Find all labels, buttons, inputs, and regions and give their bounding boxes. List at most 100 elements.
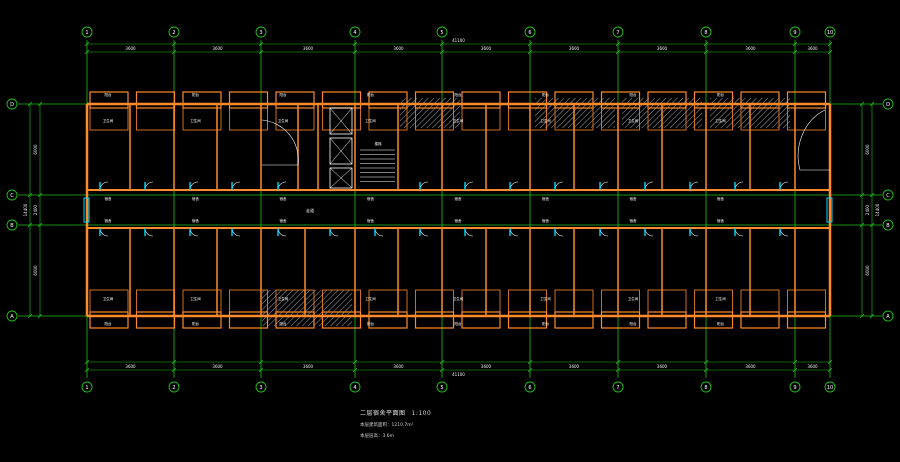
room-label-south-7: 宿舍 xyxy=(717,218,725,223)
dim-tick-v-right-outer-0 xyxy=(869,101,875,107)
balcony-label-north-5: 阳台 xyxy=(542,92,550,97)
bubble-bottom-3-circle xyxy=(255,381,267,393)
balcony-label-north-1: 阳台 xyxy=(192,92,199,97)
dim-label-span-0-3: 3600 xyxy=(393,46,404,51)
dim-label-row-l-0: 6000 xyxy=(33,144,38,155)
balcony-label-north-0: 阳台 xyxy=(105,92,112,97)
bath-inner-south-14 xyxy=(740,289,780,313)
balcony-label-south-3: 阳台 xyxy=(367,321,375,326)
bubble-bottom-2-text: 2 xyxy=(172,385,175,391)
bath-inner-north-2 xyxy=(182,107,222,131)
elevator-cross-5 xyxy=(329,167,353,189)
bath-inner-north-13 xyxy=(694,107,733,131)
door-arc-south-15 xyxy=(779,227,789,237)
bubble-top-5-circle xyxy=(436,26,448,38)
door-arc-north-8 xyxy=(554,181,564,191)
dim-tick-v-left-inner-3 xyxy=(37,313,43,319)
bath-inner-south-1 xyxy=(136,289,175,313)
room-label-north-2: 宿舍 xyxy=(280,196,288,201)
elevator-3 xyxy=(329,167,353,189)
bath-north-2 xyxy=(182,91,222,109)
room-label-north-7: 宿舍 xyxy=(717,196,725,201)
dim-tick-2-0 xyxy=(84,359,90,365)
dim-label-span-1-6: 3600 xyxy=(657,364,668,369)
bubble-right-D-text: D xyxy=(886,102,890,108)
bath-inner-north-1 xyxy=(136,107,175,131)
dim-tick-0-4 xyxy=(439,41,445,47)
bubble-top-3-text: 3 xyxy=(259,30,262,36)
elevator-cross-3 xyxy=(329,137,353,165)
bubble-top-6-text: 6 xyxy=(528,30,531,36)
bubble-bottom-2-circle xyxy=(168,381,180,393)
dim-tick-2-6 xyxy=(615,359,621,365)
bubble-top-8-text: 8 xyxy=(704,30,707,36)
bubble-left-D-text: D xyxy=(10,102,14,108)
bath-inner-south-9 xyxy=(508,289,547,313)
bath-inner-south-5 xyxy=(322,289,361,313)
balcony-label-south-1: 阳台 xyxy=(192,321,199,326)
dim-tick-3-4 xyxy=(439,367,445,373)
dim-tick-3-2 xyxy=(258,367,264,373)
door-arc-south-10 xyxy=(554,227,564,237)
dim-tick-2-1 xyxy=(171,359,177,365)
bath-inner-south-15 xyxy=(787,289,826,313)
dim-label-total-0: 41100 xyxy=(452,38,465,43)
dim-tick-2-5 xyxy=(527,359,533,365)
balcony-label-south-2: 阳台 xyxy=(280,321,288,326)
hatch-area-4 xyxy=(262,290,352,326)
bubble-bottom-7-circle xyxy=(612,381,624,393)
door-arc-south-11 xyxy=(599,227,609,237)
bath-inner-south-10 xyxy=(554,289,594,313)
door-arc-north-0 xyxy=(99,181,109,191)
balcony-label-south-4: 阳台 xyxy=(455,321,463,326)
bubble-bottom-4-circle xyxy=(349,381,361,393)
bath-inner-south-13 xyxy=(694,289,733,313)
dim-label-depth-r: 14400 xyxy=(875,203,880,216)
dim-label-span-1-5: 3600 xyxy=(569,364,580,369)
door-arc-south-3 xyxy=(231,227,241,237)
bubble-top-10-text: 10 xyxy=(827,30,833,36)
bubble-right-A-text: A xyxy=(886,314,890,320)
hatch-area-0 xyxy=(400,98,460,128)
room-label-north-3: 宿舍 xyxy=(367,196,375,201)
drawing-scale: 1:100 xyxy=(411,410,432,417)
dim-tick-2-4 xyxy=(439,359,445,365)
bath-south-14 xyxy=(740,311,780,329)
dim-tick-v-right-outer-2 xyxy=(869,222,875,228)
room-label-north-5: 宿舍 xyxy=(542,196,550,201)
bath-label-north-6: 卫生间 xyxy=(628,118,639,123)
bubble-left-B-text: B xyxy=(10,223,14,229)
bubble-left-A-circle xyxy=(6,310,18,322)
bath-inner-south-0 xyxy=(89,289,129,313)
bath-label-north-7: 卫生间 xyxy=(715,118,726,123)
note-height: 本层层高：3.6m xyxy=(360,434,395,439)
dim-label-span-1-3: 3600 xyxy=(393,364,404,369)
bubble-top-5-text: 5 xyxy=(440,30,443,36)
dim-label-span-0-7: 3600 xyxy=(745,46,756,51)
grid-lines xyxy=(18,40,882,378)
door-arc-south-5 xyxy=(329,227,339,237)
bubble-bottom-8-circle xyxy=(700,381,712,393)
bubble-top-7-text: 7 xyxy=(616,30,619,36)
dim-tick-v-right-inner-1 xyxy=(859,192,865,198)
bubble-left-A-text: A xyxy=(10,314,14,320)
balcony-label-north-7: 阳台 xyxy=(717,92,725,97)
bath-south-2 xyxy=(182,311,222,329)
dim-tick-1-3 xyxy=(352,49,358,55)
dim-tick-2-3 xyxy=(352,359,358,365)
dim-tick-2-9 xyxy=(827,359,833,365)
bath-inner-north-15 xyxy=(787,107,826,131)
bath-label-north-3: 卫生间 xyxy=(365,118,376,123)
dim-label-span-1-2: 3600 xyxy=(303,364,314,369)
bubble-left-D-circle xyxy=(6,98,18,110)
bath-inner-south-4 xyxy=(275,289,315,313)
dim-tick-v-left-inner-1 xyxy=(37,192,43,198)
dim-tick-1-5 xyxy=(527,49,533,55)
room-label-south-6: 宿舍 xyxy=(630,218,638,223)
door-arc-north-13 xyxy=(779,181,789,191)
dim-tick-0-9 xyxy=(827,41,833,47)
balcony-label-south-0: 阳台 xyxy=(105,321,112,326)
door-arc-south-0 xyxy=(99,227,109,237)
